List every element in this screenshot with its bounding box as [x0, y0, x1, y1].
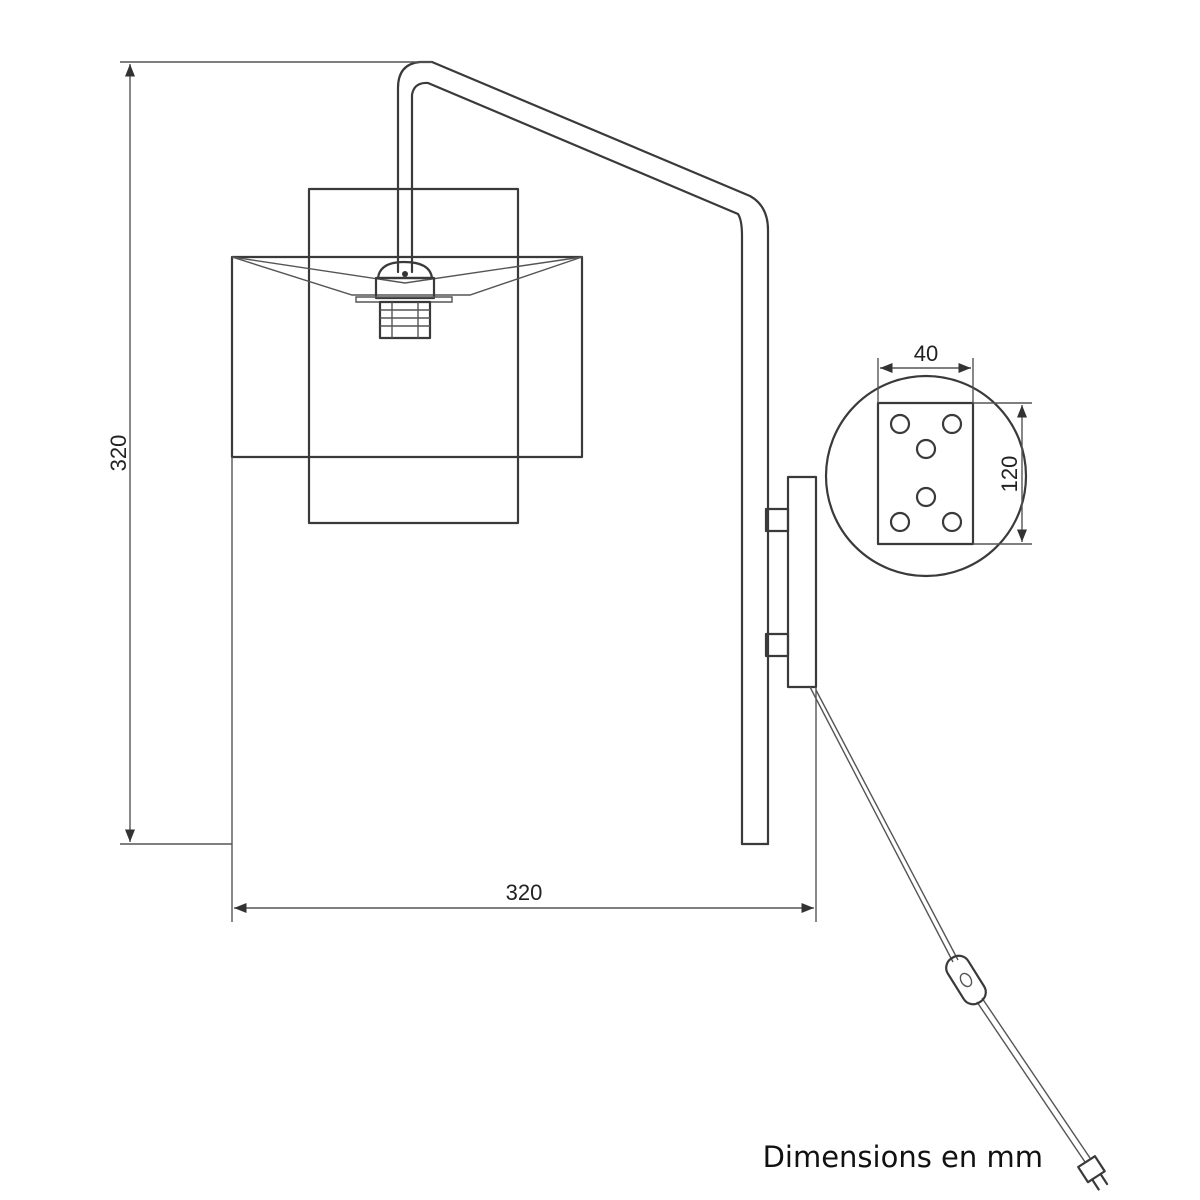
power-cable — [809, 686, 1109, 1191]
plug-icon — [1077, 1155, 1109, 1191]
plate-height-dimension: 120 — [973, 402, 1032, 545]
plate-height-label: 120 — [997, 456, 1022, 493]
units-caption: Dimensions en mm — [762, 1140, 1043, 1174]
wall-plate — [764, 475, 818, 689]
outer-shade — [230, 255, 584, 459]
inner-shade — [307, 187, 520, 525]
screw-holes — [889, 413, 963, 533]
width-label: 320 — [506, 880, 543, 905]
mounting-plate-detail — [824, 374, 1028, 578]
height-label: 320 — [106, 435, 131, 472]
height-dimension: 320 — [106, 61, 432, 845]
bulb-socket — [355, 260, 453, 340]
inline-switch — [945, 954, 987, 1006]
width-dimension: 320 — [231, 457, 817, 922]
plate-width-label: 40 — [914, 341, 938, 366]
plate-width-dimension: 40 — [877, 341, 974, 403]
